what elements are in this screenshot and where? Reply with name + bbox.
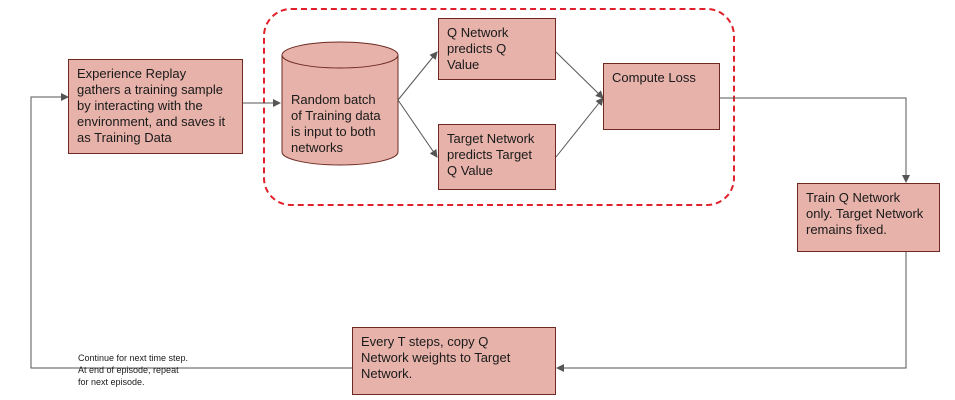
- target-network-box: Target Network predicts Target Q Value: [438, 124, 556, 190]
- arrow-train-to-copy: [556, 252, 907, 372]
- arrow-loss-to-train: [720, 97, 910, 183]
- copy-weights-box: Every T steps, copy Q Network weights to…: [352, 327, 556, 395]
- train-q-network-label: Train Q Network only. Target Network rem…: [806, 190, 924, 237]
- train-q-network-box: Train Q Network only. Target Network rem…: [797, 183, 940, 252]
- compute-loss-label: Compute Loss: [612, 70, 696, 85]
- network-group-outline: [263, 8, 735, 206]
- arrow-batch-to-qnet: [397, 51, 438, 101]
- copy-weights-label: Every T steps, copy Q Network weights to…: [361, 334, 511, 381]
- experience-replay-label: Experience Replay gathers a training sam…: [77, 66, 226, 145]
- target-network-label: Target Network predicts Target Q Value: [447, 131, 535, 178]
- loop-note: Continue for next time step. At end of e…: [78, 353, 189, 387]
- arrow-copy-to-replay: [30, 93, 352, 369]
- arrow-qnet-to-loss: [555, 51, 604, 99]
- training-data-cylinder: [281, 41, 399, 166]
- experience-replay-box: Experience Replay gathers a training sam…: [68, 59, 243, 154]
- q-network-label: Q Network predicts Q Value: [447, 25, 509, 72]
- compute-loss-box: Compute Loss: [603, 63, 720, 130]
- arrow-batch-to-target: [397, 99, 438, 158]
- q-network-box: Q Network predicts Q Value: [438, 18, 556, 80]
- arrow-target-to-loss: [555, 97, 604, 158]
- random-batch-label: Random batch of Training data is input t…: [291, 92, 381, 155]
